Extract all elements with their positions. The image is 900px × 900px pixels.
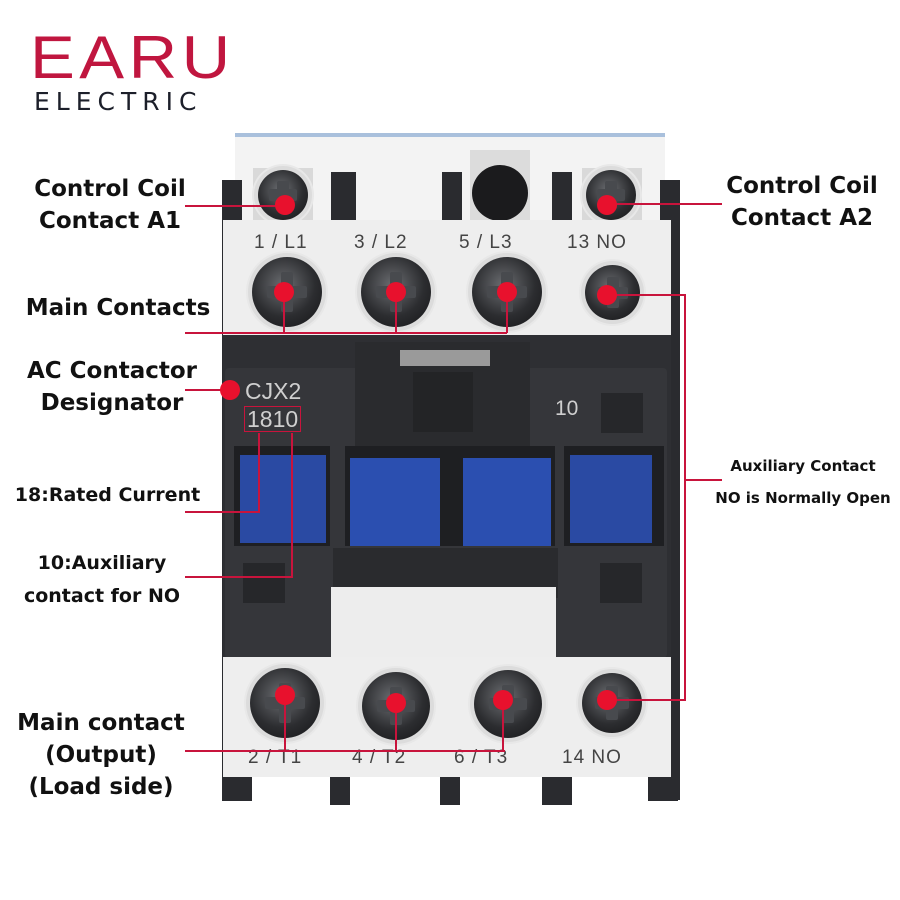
leader-t2 [395,703,397,751]
leader-output [185,750,505,752]
label-coil-a2: Control Coil Contact A2 [712,170,892,234]
leader-aux-right-label [684,479,722,481]
square-recess [243,563,285,603]
marker-t1 [275,685,295,705]
leader-aux-right-top [607,294,685,296]
mounting-foot [330,777,350,805]
top-tab [331,172,356,220]
label-main-contacts: Main Contacts [25,295,211,321]
marker-t3 [493,690,513,710]
model-rating: 1810 [244,406,302,432]
leader-coil-a2 [607,203,722,205]
aux-marking: 10 [555,397,579,420]
label-designator: AC Contactor Designator [14,355,210,419]
blue-block [350,458,440,546]
top-slot-inner [413,372,473,432]
label-rated-current: 18:Rated Current [14,484,201,506]
leader-l3 [506,292,508,333]
blue-block [570,455,652,543]
label-line: (Output) [45,742,157,768]
leader-coil-a1 [185,205,285,207]
label-line: Designator [40,390,184,416]
top-tab [552,172,572,220]
label-line: Auxiliary Contact [730,457,876,475]
label-coil-a1: Control Coil Contact A1 [20,173,200,237]
marker-designator [220,380,240,400]
label-line: Contact A2 [730,205,873,231]
label-line: Contact A1 [38,208,181,234]
terminal-label-top-3: 5 / L3 [459,232,513,253]
leader-main-contacts [185,332,507,334]
label-line: AC Contactor [26,358,198,384]
leader-designator [185,389,230,391]
leader-rated-v [258,433,260,513]
leader-aux-right-bottom [607,699,686,701]
brand-logo: EARU [30,24,235,91]
leader-aux-right-v [684,294,686,701]
marker-13no [597,285,617,305]
mounting-foot [440,777,460,805]
marker-l1 [274,282,294,302]
label-line: (Load side) [28,774,174,800]
model-series: CJX2 [245,378,302,404]
marker-coil-a1 [275,195,295,215]
marker-l3 [497,282,517,302]
terminal-label-bottom-4: 14 NO [562,747,622,768]
leader-l2 [395,292,397,333]
blue-block [240,455,326,543]
marker-l2 [386,282,406,302]
terminal-label-top-4: 13 NO [567,232,627,253]
leader-t3 [502,700,504,751]
terminal-label-bottom-2: 4 / T2 [352,747,407,768]
label-line: 10:Auxiliary [37,552,167,574]
label-line: Control Coil [726,173,878,199]
label-aux-no: 10:Auxiliary contact for NO [12,547,192,613]
label-line: Control Coil [34,176,186,202]
leader-aux-h [185,576,293,578]
mounting-foot [648,777,678,801]
leader-aux-v [291,433,293,578]
top-tab [442,172,462,220]
marker-coil-a2 [597,195,617,215]
terminal-label-top-1: 1 / L1 [254,232,308,253]
square-recess [601,393,643,433]
terminal-label-bottom-3: 6 / T3 [454,747,509,768]
label-plate [331,587,556,664]
label-line: NO is Normally Open [715,489,891,507]
indicator-hole [472,165,528,221]
label-line: contact for NO [23,585,181,607]
square-recess [600,563,642,603]
brand-subtitle: ELECTRIC [34,87,203,116]
leader-t1 [284,695,286,751]
mounting-foot [542,777,572,805]
leader-l1 [283,292,285,333]
label-main-output: Main contact (Output) (Load side) [6,707,196,803]
label-aux-contact: Auxiliary Contact NO is Normally Open [712,450,894,514]
top-slot-light [400,350,490,366]
terminal-label-bottom-1: 2 / T1 [248,747,303,768]
leader-rated-h [185,511,259,513]
blue-block [463,458,551,546]
mounting-foot [222,777,252,801]
label-line: Main contact [17,710,185,736]
terminal-label-top-2: 3 / L2 [354,232,408,253]
marker-t2 [386,693,406,713]
marker-14no [597,690,617,710]
